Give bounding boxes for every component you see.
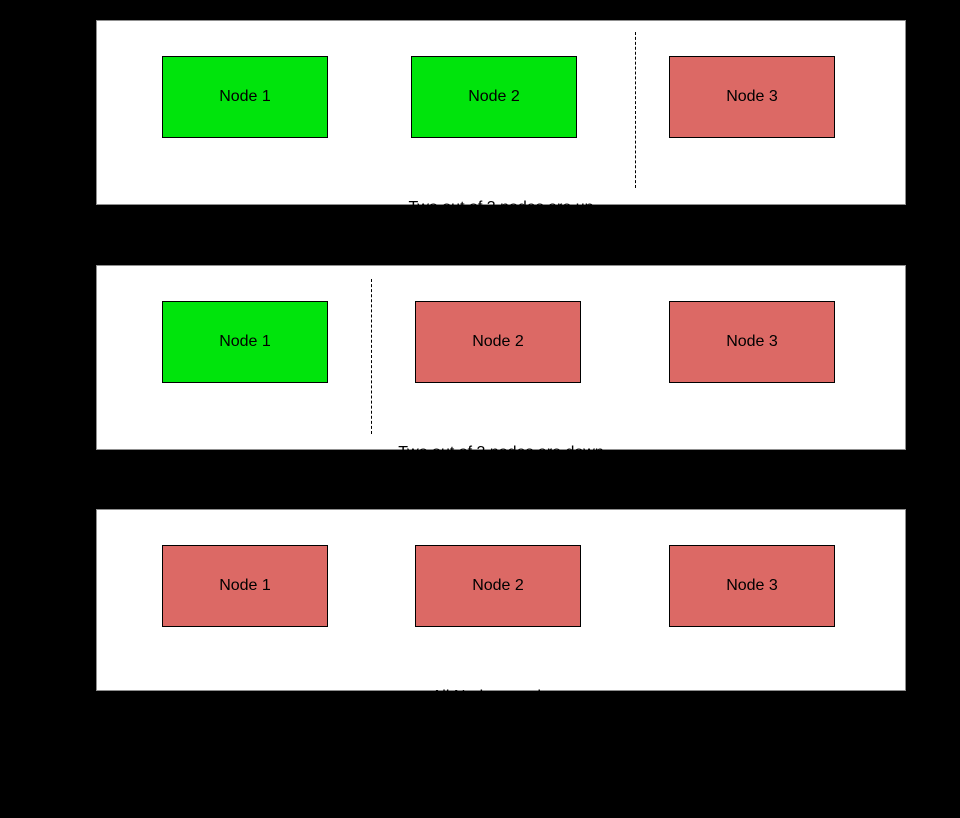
node-1-box: Node 1 <box>162 56 328 138</box>
node-1-label: Node 1 <box>219 577 271 594</box>
node-3-label: Node 3 <box>726 577 778 594</box>
caption-line-1: Two out of 3 nodes are down <box>398 444 604 461</box>
node-1-box: Node 1 <box>162 545 328 627</box>
partition-dashed-line <box>371 279 372 434</box>
scenario-panel-two-down: Node 1 Node 2 Node 3 Two out of 3 nodes … <box>96 265 906 527</box>
partition-dashed-line <box>635 32 636 188</box>
caption-line-1: All Nodes are down <box>431 688 571 705</box>
node-2-label: Node 2 <box>472 333 524 350</box>
node-3-box: Node 3 <box>669 545 835 627</box>
node-3-box: Node 3 <box>669 301 835 383</box>
node-3-label: Node 3 <box>726 88 778 105</box>
scenario-panel-two-up: Node 1 Node 2 Node 3 Two out of 3 nodes … <box>96 20 906 282</box>
node-1-box: Node 1 <box>162 301 328 383</box>
node-2-label: Node 2 <box>472 577 524 594</box>
caption-line-1: Two out of 3 nodes are up <box>408 199 594 216</box>
caption-line-2: Majority Fails & Cluster Stops <box>396 754 606 771</box>
cluster-majority-diagram: { "title": "Cluster node majority scenar… <box>96 20 906 771</box>
node-2-box: Node 2 <box>415 545 581 627</box>
node-2-box: Node 2 <box>415 301 581 383</box>
node-1-label: Node 1 <box>219 88 271 105</box>
node-3-box: Node 3 <box>669 56 835 138</box>
scenario-caption: All Nodes are down Majority Fails & Clus… <box>97 642 905 818</box>
node-2-label: Node 2 <box>468 88 520 105</box>
node-1-label: Node 1 <box>219 333 271 350</box>
node-2-box: Node 2 <box>411 56 577 138</box>
scenario-panel-all-down: Node 1 Node 2 Node 3 All Nodes are down … <box>96 509 906 771</box>
node-3-label: Node 3 <box>726 333 778 350</box>
